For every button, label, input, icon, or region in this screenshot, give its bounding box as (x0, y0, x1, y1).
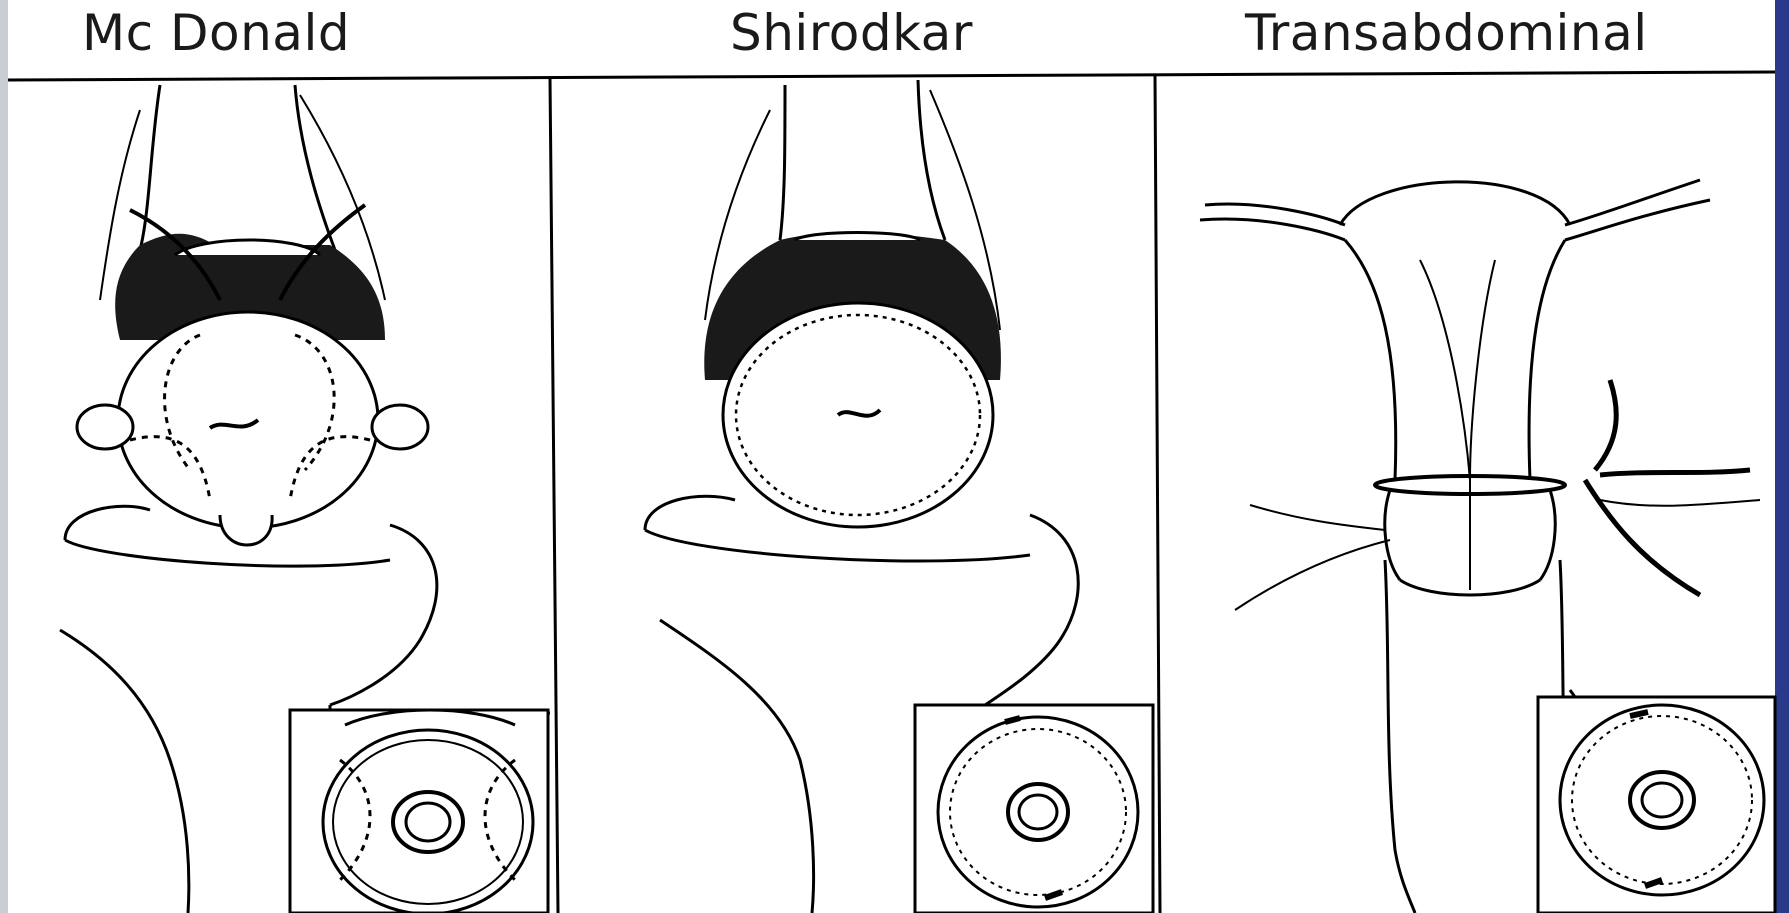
left-edge-band (0, 0, 8, 913)
panel-title-transabdominal: Transabdominal (1245, 4, 1648, 62)
panel-title-mcdonald: Mc Donald (82, 4, 350, 62)
cervix (118, 312, 378, 528)
panel-title-shirodkar: Shirodkar (730, 4, 973, 62)
right-edge-band (1775, 0, 1789, 913)
